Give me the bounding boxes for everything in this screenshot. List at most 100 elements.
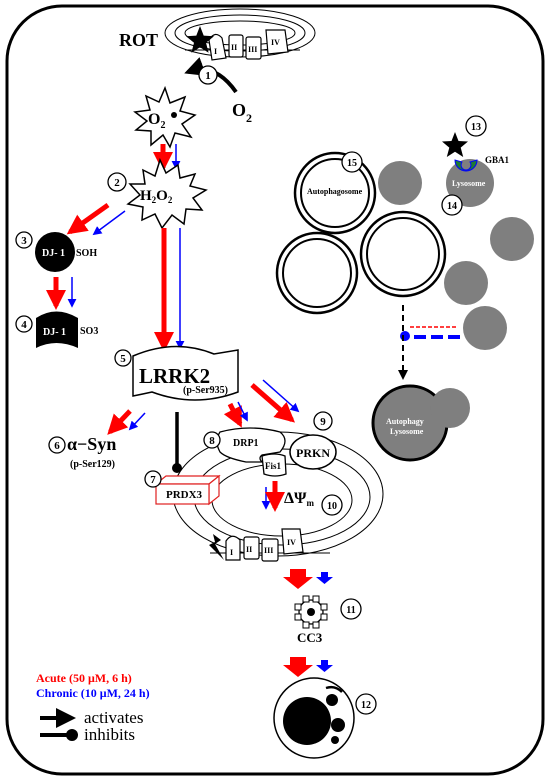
step-badge-5: 5 (114, 349, 132, 367)
svg-text:2: 2 (114, 177, 120, 189)
dj1-soh-name: DJ- 1 (42, 248, 65, 259)
chronic-arrow-lrrk2-drp1 (237, 401, 248, 422)
lysosome-label: Lysosome (452, 179, 486, 188)
step-badge-1: 1 (198, 65, 218, 85)
autophagosome-node (293, 151, 377, 235)
cc3-node (294, 595, 328, 629)
dj1-so3-node (36, 311, 78, 348)
rot-label: ROT (119, 30, 158, 50)
lower-complex-2-label: II (246, 545, 252, 554)
chronic-block-arrow-apoptosis (316, 660, 333, 672)
asyn-phospho-label: (p-Ser129) (70, 459, 115, 470)
svg-text:14: 14 (447, 201, 457, 212)
step-badge-6: 6 (48, 436, 66, 454)
step-badge-9: 9 (313, 411, 333, 431)
drp1-label: DRP1 (233, 438, 259, 449)
top-complex-3-label: III (248, 45, 257, 54)
apoptotic-cell-node (273, 677, 355, 759)
svg-text:6: 6 (54, 440, 60, 452)
lysosome-gba1 (446, 159, 494, 207)
dj1-so3-name: DJ- 1 (43, 327, 66, 338)
dj1-soh-node (35, 232, 75, 272)
autophagy-inhibit-head-icon (400, 331, 410, 341)
asyn-label: α−Syn (67, 434, 116, 454)
lysosome-1 (378, 161, 422, 205)
prkn-node (289, 434, 337, 470)
rotenone-star-icon (186, 26, 214, 53)
step-badge-7: 7 (144, 470, 162, 488)
delta-psi-label: ΔΨm (284, 490, 315, 508)
acute-arrow-lrrk2-asyn (107, 409, 132, 435)
lysosome-4 (444, 261, 488, 305)
drp1-node (216, 427, 286, 463)
legend-activates-label: activates (84, 708, 143, 727)
lower-etc-complexes (225, 528, 304, 562)
svg-text:8: 8 (209, 435, 215, 447)
acute-block-arrow-cc3 (283, 569, 313, 589)
lrrk2-phospho-label: (p-Ser935) (183, 385, 228, 396)
lower-complex-3-label: III (264, 546, 273, 555)
top-complex-4-label: IV (271, 38, 280, 47)
prdx3-label: PRDX3 (166, 489, 203, 501)
autophagy-lysosome-bud (430, 388, 470, 428)
prkn-label: PRKN (296, 446, 330, 460)
step-badge-11: 11 (340, 598, 362, 620)
step-badge-15: 15 (341, 151, 363, 173)
step-badge-14: 14 (441, 194, 463, 216)
o2-label: O2 (232, 100, 252, 125)
svg-text:5: 5 (120, 353, 126, 365)
acute-arrow-lrrk2-prkn (250, 383, 296, 423)
legend-inhibits-head-icon (66, 729, 78, 741)
fis1-label: Fis1 (265, 461, 282, 471)
step-badge-2: 2 (107, 172, 127, 192)
dj1-so3-suffix: SO3 (80, 326, 98, 337)
autophagosome-3 (359, 210, 447, 298)
autophagosome-2 (275, 231, 359, 315)
step-badge-12: 12 (355, 693, 377, 715)
svg-text:15: 15 (347, 158, 357, 169)
fis1-node (261, 453, 287, 477)
autophagy-lysosome-label-1: Autophagy (386, 417, 424, 426)
lrrk2-node (132, 345, 239, 401)
cell-membrane (5, 4, 545, 776)
svg-text:9: 9 (320, 416, 326, 428)
top-etc-complexes (208, 29, 289, 61)
superoxide-burst-icon (133, 85, 197, 149)
svg-text:3: 3 (21, 235, 27, 247)
inhibit-head-icon (172, 463, 182, 473)
legend-inhibits-label: inhibits (84, 725, 135, 744)
svg-text:12: 12 (361, 700, 371, 711)
autophagy-lysosome-label-2: Lysosome (390, 427, 424, 436)
step-badge-10: 10 (321, 494, 343, 516)
superoxide-label: O2 (148, 111, 165, 131)
svg-text:10: 10 (327, 501, 337, 512)
superoxide-radical-dot-icon (171, 112, 177, 118)
step-badge-8: 8 (203, 431, 221, 449)
cc3-label: CC3 (297, 630, 323, 645)
svg-text:1: 1 (205, 70, 211, 82)
step-badge-13: 13 (465, 115, 487, 137)
legend-chronic: Chronic (10 μM, 24 h) (36, 686, 150, 700)
chronic-arrow-h2o2-dj1 (92, 210, 126, 236)
h2o2-burst-icon (126, 157, 208, 230)
acute-block-arrow-apoptosis (283, 657, 313, 677)
autophagosome-label: Autophagosome (307, 187, 363, 196)
top-complex-2-label: II (231, 43, 237, 52)
svg-text:13: 13 (471, 122, 481, 133)
svg-text:11: 11 (346, 605, 355, 616)
gba1-star-icon (442, 132, 468, 157)
chronic-arrow-lrrk2-asyn (128, 412, 146, 431)
acute-arrow-lrrk2-drp1 (223, 402, 243, 428)
lysosome-3 (490, 217, 534, 261)
gba1-label: GBA1 (485, 155, 510, 165)
lower-complex-4-label: IV (287, 538, 296, 547)
gba1-icon (454, 159, 478, 172)
step-badge-3: 3 (15, 231, 33, 249)
step-badge-4: 4 (15, 315, 33, 333)
chronic-arrow-lrrk2-prkn (262, 379, 300, 413)
lower-complex-1-label: I (230, 548, 233, 557)
dj1-soh-suffix: SOH (76, 248, 97, 259)
lightning-bolt-icon (209, 534, 224, 560)
legend-acute: Acute (50 μM, 6 h) (36, 671, 132, 685)
